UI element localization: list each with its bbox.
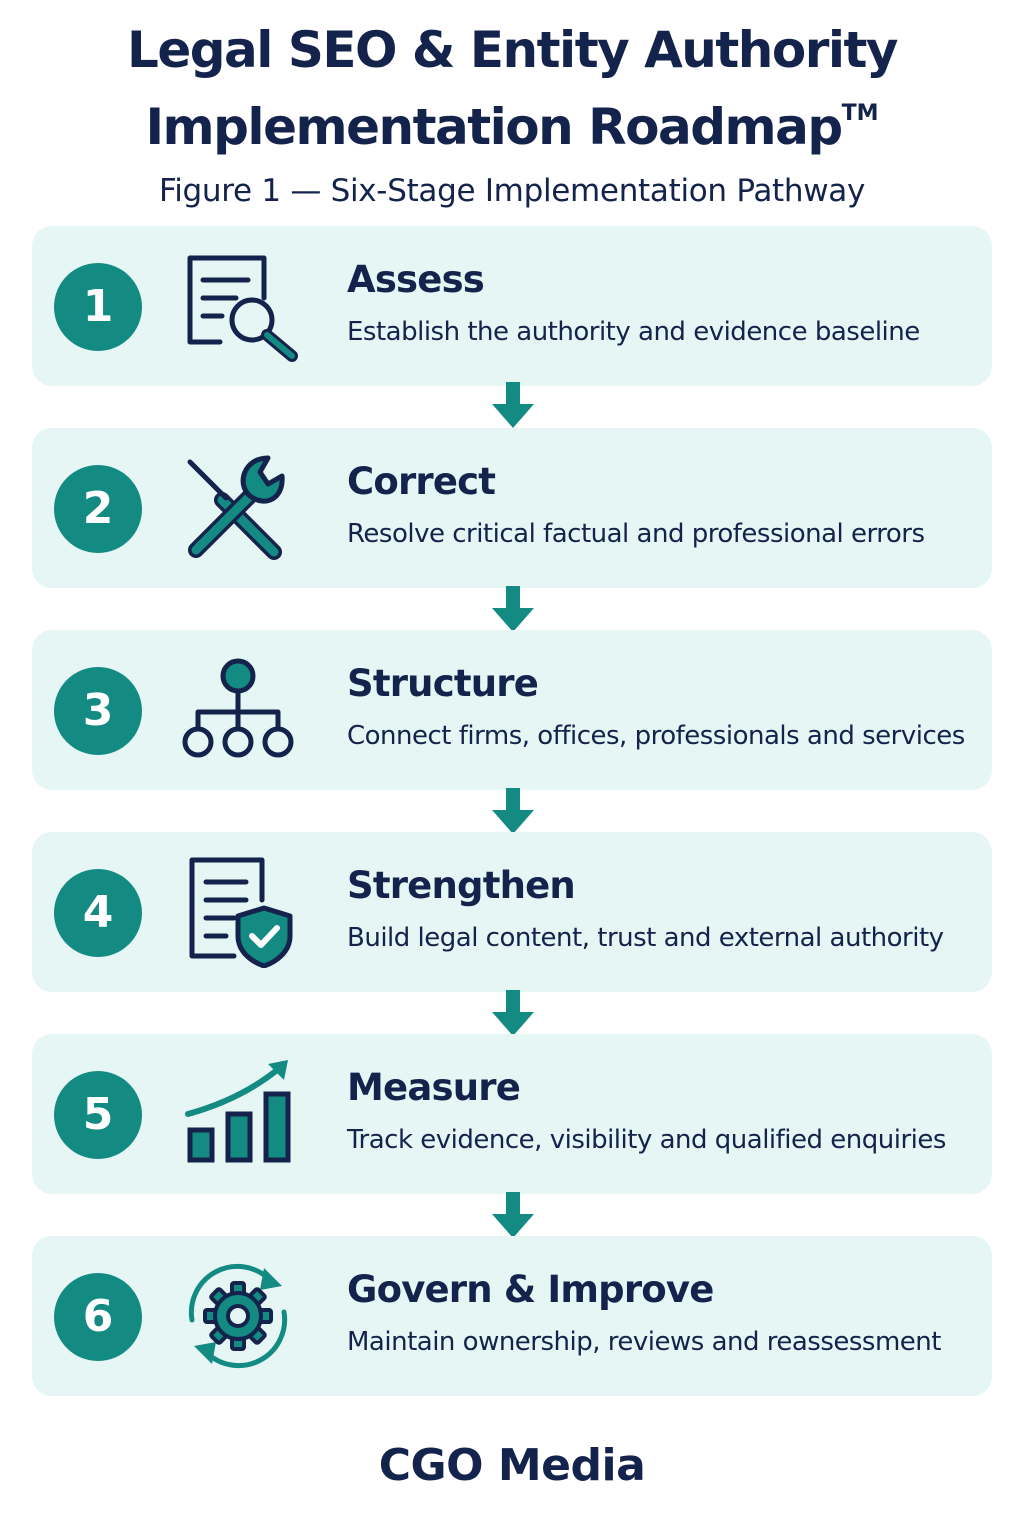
title-line-2: Implementation Roadmap: [145, 98, 843, 156]
figure-caption: Figure 1 — Six-Stage Implementation Path…: [158, 173, 866, 209]
stage-title: Measure: [347, 1066, 521, 1109]
stage-number-badge: 3: [54, 667, 142, 755]
stage-number-badge: 1: [54, 263, 142, 351]
wrench-screwdriver-icon: [178, 452, 298, 564]
stage-description: Connect firms, offices, professionals an…: [347, 721, 965, 751]
trademark-mark: TM: [841, 101, 879, 126]
stage-description: Build legal content, trust and external …: [347, 923, 944, 953]
brand-footer: CGO Media: [378, 1440, 646, 1491]
stage-number-badge: 6: [54, 1273, 142, 1361]
down-arrow-icon: [488, 788, 538, 834]
stage-card-6: 6 Govern & Imp: [32, 1236, 992, 1396]
stage-description: Maintain ownership, reviews and reassess…: [347, 1327, 941, 1357]
hierarchy-icon: [178, 654, 298, 766]
stage-card-4: 4 Strengthen Build legal content, trust …: [32, 832, 992, 992]
stage-number-badge: 4: [54, 869, 142, 957]
stage-number-badge: 2: [54, 465, 142, 553]
growth-chart-icon: [178, 1058, 298, 1170]
down-arrow-icon: [488, 1192, 538, 1238]
stage-card-3: 3 Structure Connect firms, offices, prof…: [32, 630, 992, 790]
stage-card-5: 5 Measure Track evidence, visibility and…: [32, 1034, 992, 1194]
down-arrow-icon: [488, 382, 538, 428]
gear-cycle-icon: [178, 1260, 298, 1372]
stage-card-2: 2 Correct Resolve critical factual and p…: [32, 428, 992, 588]
stage-card-1: 1 Assess Establish the authority and evi…: [32, 226, 992, 386]
stage-number-badge: 5: [54, 1071, 142, 1159]
stage-description: Track evidence, visibility and qualified…: [347, 1125, 946, 1155]
stage-title: Strengthen: [347, 864, 576, 907]
down-arrow-icon: [488, 586, 538, 632]
header: Legal SEO & Entity Authority Implementat…: [0, 18, 1024, 211]
stage-description: Establish the authority and evidence bas…: [347, 317, 920, 347]
stage-title: Correct: [347, 460, 496, 503]
page-title: Legal SEO & Entity Authority Implementat…: [0, 18, 1024, 159]
down-arrow-icon: [488, 990, 538, 1036]
stage-title: Structure: [347, 662, 539, 705]
document-shield-icon: [178, 856, 298, 968]
document-magnifier-icon: [178, 250, 298, 362]
stage-title: Assess: [347, 258, 485, 301]
title-line-1: Legal SEO & Entity Authority: [126, 21, 899, 79]
stage-description: Resolve critical factual and professiona…: [347, 519, 925, 549]
stage-title: Govern & Improve: [347, 1268, 714, 1311]
